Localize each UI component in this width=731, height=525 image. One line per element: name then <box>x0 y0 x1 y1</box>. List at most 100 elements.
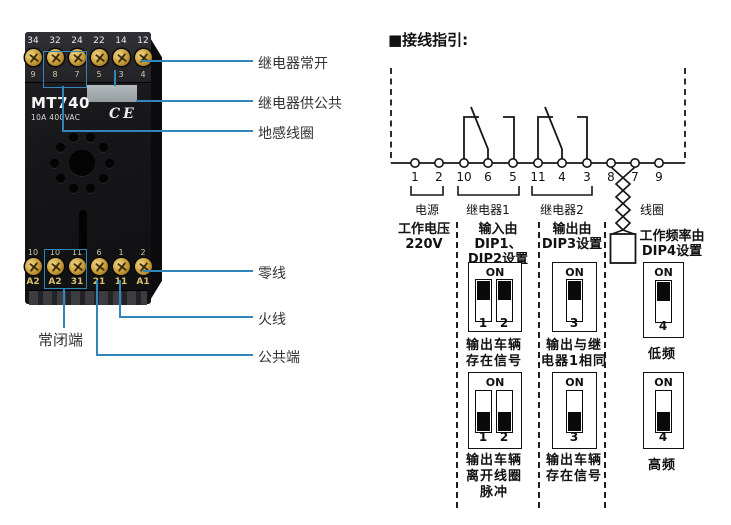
terminal-screw <box>47 49 64 66</box>
socket-pin-hole <box>56 143 65 152</box>
dip-switch-box-3-on: ON 3 <box>552 262 597 332</box>
callout-line <box>114 70 116 86</box>
bottom-pin-number: 6 <box>96 248 102 257</box>
relay1-contact <box>463 116 479 159</box>
bottom-pin-number: 10 <box>49 248 61 257</box>
top-pin-number: 7 <box>74 70 80 79</box>
dip-knob <box>477 412 490 431</box>
mounting-rail <box>29 290 147 305</box>
column-heading-dip4: 工作频率由 DIP4设置 <box>630 229 714 259</box>
heading-line: 输入由DIP1、 <box>474 222 522 252</box>
caption-line: 输出车辆 <box>465 338 522 353</box>
caption-line: 低频 <box>647 347 676 362</box>
dip-number: 2 <box>499 430 509 444</box>
dip-on-label: ON <box>485 266 505 279</box>
dip-caption: 高频 <box>638 458 686 474</box>
dip-caption: 输出车辆 存在信号 <box>539 453 609 485</box>
heading-line: 工作电压 <box>397 222 450 237</box>
socket-key-slot <box>79 210 87 254</box>
terminal-number: 3 <box>583 170 591 184</box>
dip-caption: 输出与继 电器1相同 <box>539 338 609 370</box>
group-label-relay1: 继电器1 <box>466 203 510 217</box>
column-separator <box>456 222 458 508</box>
terminal-screw <box>113 258 130 275</box>
relay2-bracket <box>531 186 593 196</box>
terminal-screw <box>91 258 108 275</box>
callout-line <box>96 280 98 356</box>
terminal-screw <box>47 258 64 275</box>
caption-line: 电器1相同 <box>540 354 608 369</box>
dip-switch-4[interactable] <box>655 280 672 323</box>
callout-line <box>62 130 253 132</box>
terminal-screw <box>69 258 86 275</box>
dip-switch-4[interactable] <box>655 390 672 433</box>
dip-switch-3[interactable] <box>566 279 583 322</box>
highlight-box-top-terminals <box>43 51 87 88</box>
highlight-box-nc-terminals <box>44 249 87 289</box>
relay1-bracket <box>457 186 520 196</box>
dip-on-label: ON <box>654 376 673 389</box>
column-separator <box>604 222 606 508</box>
terminal-number: 11 <box>530 170 546 184</box>
top-contact-label: 12 <box>137 36 149 46</box>
dip-knob <box>498 412 511 431</box>
terminal-number: 1 <box>411 170 419 184</box>
callout-line <box>136 100 253 102</box>
caption-line: 存在信号 <box>465 354 522 369</box>
bottom-contact-label: A2 <box>48 277 62 287</box>
model-number: MT740 <box>31 94 90 112</box>
dip-switch-1[interactable] <box>475 279 492 322</box>
caption-line: 脉冲 <box>479 485 508 500</box>
callout-loop-coil: 地感线圈 <box>258 126 314 142</box>
bottom-pin-number: 10 <box>27 248 39 257</box>
socket-pin-hole <box>99 174 108 183</box>
loop-coil-symbol <box>609 233 637 264</box>
bottom-contact-label: 21 <box>92 277 106 287</box>
socket-pin-hole <box>99 143 108 152</box>
top-pin-number: 5 <box>96 70 102 79</box>
top-pin-number: 9 <box>30 70 36 79</box>
dip-switch-2[interactable] <box>496 279 513 322</box>
terminal-screw <box>113 49 130 66</box>
callout-line <box>96 354 253 356</box>
terminal-number: 8 <box>607 170 615 184</box>
power-bracket <box>410 186 444 196</box>
dip-switch-1[interactable] <box>475 390 492 433</box>
dip-knob <box>568 412 581 431</box>
dip-caption: 低频 <box>638 347 686 363</box>
relay2-contact <box>537 116 553 159</box>
callout-live: 火线 <box>258 312 286 328</box>
callout-line <box>119 280 121 318</box>
dip-on-label: ON <box>485 376 505 389</box>
callout-neutral: 零线 <box>258 266 286 282</box>
dip-switch-2[interactable] <box>496 390 513 433</box>
terminal-screw <box>135 258 152 275</box>
dip-knob <box>568 281 581 300</box>
caption-line: 输出与继 <box>545 338 602 353</box>
top-pin-number: 4 <box>140 70 146 79</box>
bottom-contact-label: 31 <box>70 277 84 287</box>
top-contact-label: 14 <box>115 36 127 46</box>
top-contact-label: 24 <box>71 36 83 46</box>
dip-switch-3[interactable] <box>566 390 583 433</box>
terminal-number: 9 <box>655 170 663 184</box>
group-label-power: 电源 <box>414 203 439 217</box>
caption-line: 输出车辆 <box>465 453 522 468</box>
socket-pin-hole <box>69 184 78 193</box>
dip-number: 1 <box>478 430 488 444</box>
socket-center-hole <box>69 150 95 176</box>
device-sticker <box>87 85 137 102</box>
relay-socket-device: 34 32 24 22 14 12 9 8 7 5 3 4 MT740 10A … <box>25 32 152 305</box>
dip-caption: 输出车辆 离开线圈 脉冲 <box>460 453 528 501</box>
dip-number: 2 <box>499 316 509 330</box>
socket-pin-hole <box>69 133 78 142</box>
dip-on-label: ON <box>654 266 673 279</box>
dip-knob <box>477 281 490 300</box>
terminal-number: 4 <box>558 170 566 184</box>
dip-knob <box>498 281 511 300</box>
device-side-face <box>149 36 162 302</box>
callout-line <box>143 270 253 272</box>
caption-line: 输出车辆 <box>545 453 602 468</box>
socket-pin-hole <box>56 174 65 183</box>
